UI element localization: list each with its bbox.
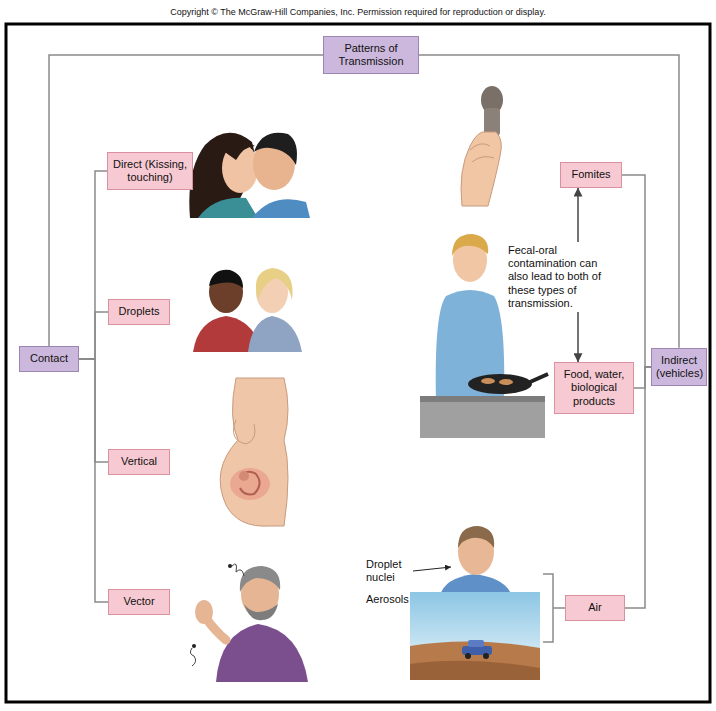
man-cooking-part xyxy=(420,400,545,438)
type-box: Food, water, biological products xyxy=(554,362,634,414)
hand-holding-fomite-part xyxy=(470,144,490,150)
branch-line xyxy=(622,175,651,367)
man-swatting-insects-part xyxy=(195,600,213,624)
talking-people-part xyxy=(248,316,302,352)
man-exhaling-part xyxy=(413,567,451,571)
hand-holding-fomite-part xyxy=(472,157,494,162)
air-bracket-part xyxy=(553,607,565,609)
branch-line xyxy=(79,312,108,359)
aerosol-landscape-part xyxy=(483,653,489,659)
type-box: Fomites xyxy=(560,162,622,187)
man-cooking-part xyxy=(452,234,488,256)
hand-holding-fomite-part xyxy=(461,132,501,206)
box-label: Indirect (vehicles) xyxy=(656,354,702,380)
branch-line xyxy=(79,171,107,359)
man-swatting-insects-part xyxy=(192,644,196,648)
pregnant-torso-part xyxy=(230,468,270,500)
kissing-couple-part xyxy=(222,140,255,160)
talking-people-part xyxy=(209,270,243,288)
aerosol-landscape-part xyxy=(410,641,540,680)
branch-line xyxy=(49,55,323,346)
category-box: Contact xyxy=(19,346,79,371)
man-exhaling-part xyxy=(458,526,494,548)
category-box: Patterns of Transmission xyxy=(323,36,419,74)
aerosol-landscape xyxy=(410,592,540,680)
air-bracket-part xyxy=(543,574,553,642)
picture-frame xyxy=(6,24,710,702)
pregnant-torso-part xyxy=(220,378,288,526)
air-bracket xyxy=(543,574,565,642)
box-label: Food, water, biological products xyxy=(559,368,629,408)
box-label: Air xyxy=(570,601,620,614)
copyright-note: Copyright © The McGraw-Hill Companies, I… xyxy=(0,7,716,18)
man-swatting-insects-part xyxy=(216,624,308,682)
aerosol-landscape-part xyxy=(410,661,540,680)
branch-line xyxy=(79,359,108,462)
man-cooking-part xyxy=(499,379,513,385)
aerosol-landscape-part xyxy=(465,653,471,659)
pregnant-torso-part xyxy=(239,471,249,481)
branch-line xyxy=(634,367,651,388)
type-box: Vertical xyxy=(108,449,170,474)
pregnant-torso-part xyxy=(240,472,260,495)
kissing-couple xyxy=(189,133,310,218)
man-cooking-part xyxy=(530,374,548,382)
category-box: Indirect (vehicles) xyxy=(651,348,707,386)
pregnant-torso xyxy=(220,378,288,526)
aerosols-label: Aerosols xyxy=(366,593,410,606)
kissing-couple-part xyxy=(254,133,297,165)
droplet-nuclei-label: Droplet nuclei xyxy=(366,558,412,584)
box-label: Fomites xyxy=(565,168,617,181)
arrow-note: Fecal-oral contamination can also lead t… xyxy=(505,242,615,312)
type-box: Direct (Kissing, touching) xyxy=(107,152,193,190)
man-swatting-insects xyxy=(190,564,308,682)
man-swatting-insects-part xyxy=(232,564,244,576)
man-swatting-insects-part xyxy=(190,648,195,666)
talking-people xyxy=(193,268,302,352)
branch-line xyxy=(79,359,108,602)
kissing-couple-part xyxy=(252,199,310,218)
box-label: Direct (Kissing, touching) xyxy=(112,158,188,184)
aerosol-landscape-part xyxy=(410,592,540,680)
hand-holding-fomite xyxy=(461,86,503,206)
kissing-couple-part xyxy=(198,198,258,218)
talking-people-part xyxy=(256,268,293,300)
aerosol-landscape-part xyxy=(468,640,484,647)
type-box: Droplets xyxy=(108,299,170,324)
box-label: Contact xyxy=(24,352,74,365)
box-label: Patterns of Transmission xyxy=(328,42,414,68)
man-swatting-insects-part xyxy=(244,604,278,620)
type-box: Air xyxy=(565,595,625,620)
man-cooking-part xyxy=(460,330,490,378)
man-exhaling xyxy=(413,526,512,596)
man-cooking-part xyxy=(481,378,495,384)
man-cooking-part xyxy=(420,396,545,402)
man-cooking-part xyxy=(468,374,532,394)
branch-line xyxy=(419,55,679,348)
man-swatting-insects-part xyxy=(240,566,280,592)
box-label: Droplets xyxy=(113,305,165,318)
type-box: Vector xyxy=(108,589,170,614)
box-label: Vector xyxy=(113,595,165,608)
pregnant-torso-part xyxy=(234,420,255,444)
box-label: Vertical xyxy=(113,455,165,468)
man-swatting-insects-part xyxy=(228,564,232,568)
